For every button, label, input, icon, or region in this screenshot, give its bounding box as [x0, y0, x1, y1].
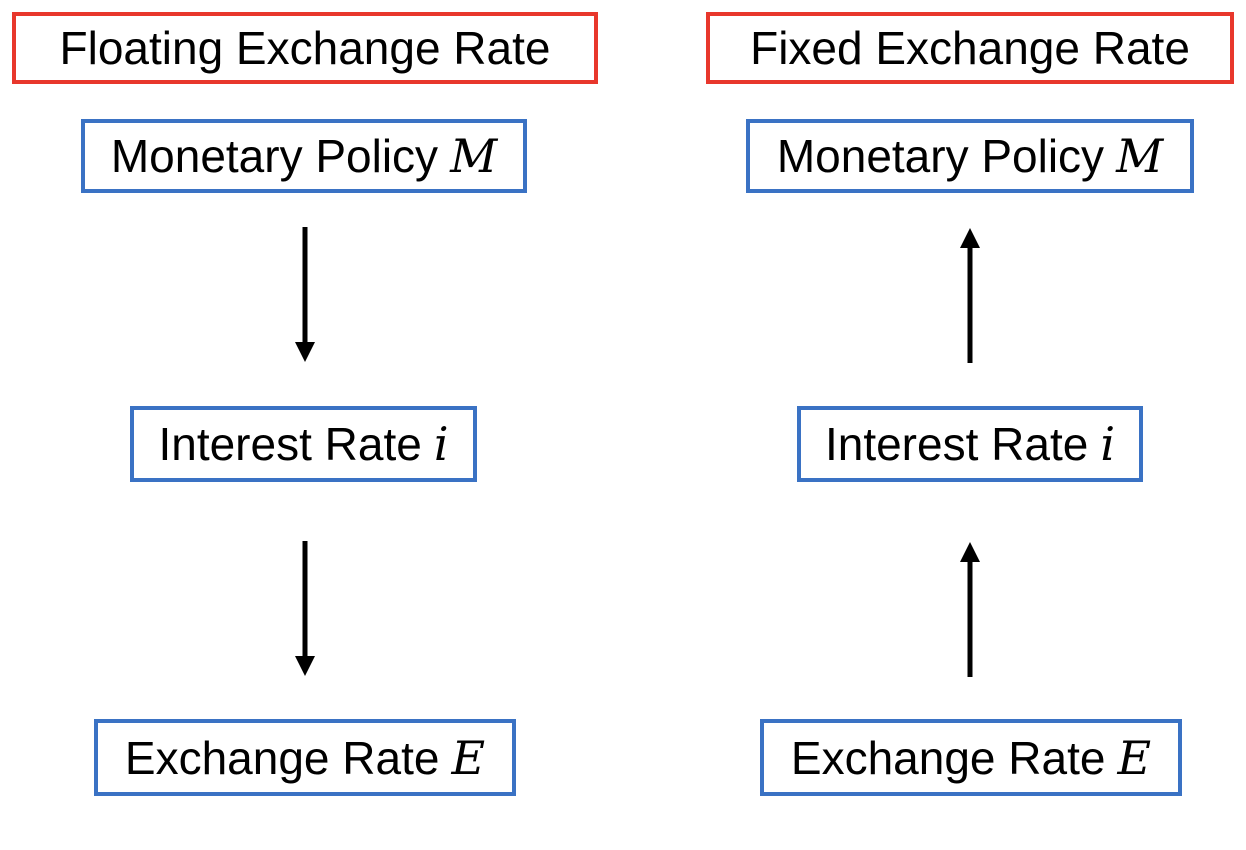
floating-exchange-rate-title: Floating Exchange Rate	[12, 12, 598, 84]
right-exchange-rate-node: Exchange Rate E	[760, 719, 1182, 796]
node-label: Interest Rate	[158, 418, 422, 470]
node-label: Monetary Policy	[110, 130, 439, 182]
fixed-exchange-rate-title: Fixed Exchange Rate	[706, 12, 1234, 84]
right-interest-rate-node: Interest Rate i	[797, 406, 1143, 482]
node-label: Monetary Policy	[776, 130, 1105, 182]
arrow-head	[960, 228, 980, 248]
left-exchange-rate-node: Exchange Rate E	[94, 719, 516, 796]
arrow-head	[295, 656, 315, 676]
node-variable: M	[450, 129, 498, 183]
floating-title-text: Floating Exchange Rate	[59, 22, 551, 74]
left-monetary-policy-node: Monetary Policy M	[81, 119, 527, 193]
arrow-head	[960, 542, 980, 562]
node-variable: i	[1100, 417, 1116, 471]
node-variable: E	[1117, 730, 1152, 785]
fixed-title-text: Fixed Exchange Rate	[750, 22, 1190, 74]
node-label: Interest Rate	[824, 418, 1089, 470]
arrow-head	[295, 342, 315, 362]
right-arrow-exchange-to-interest	[960, 542, 980, 677]
node-variable: i	[433, 417, 449, 471]
right-arrow-interest-to-monetary	[960, 228, 980, 363]
node-label: Exchange Rate	[124, 731, 440, 784]
node-label: Exchange Rate	[790, 731, 1106, 784]
node-variable: M	[1116, 129, 1164, 183]
left-arrow-interest-to-exchange	[295, 541, 315, 676]
left-arrow-monetary-to-interest	[295, 227, 315, 362]
node-variable: E	[451, 730, 486, 785]
right-monetary-policy-node: Monetary Policy M	[746, 119, 1194, 193]
left-interest-rate-node: Interest Rate i	[130, 406, 477, 482]
